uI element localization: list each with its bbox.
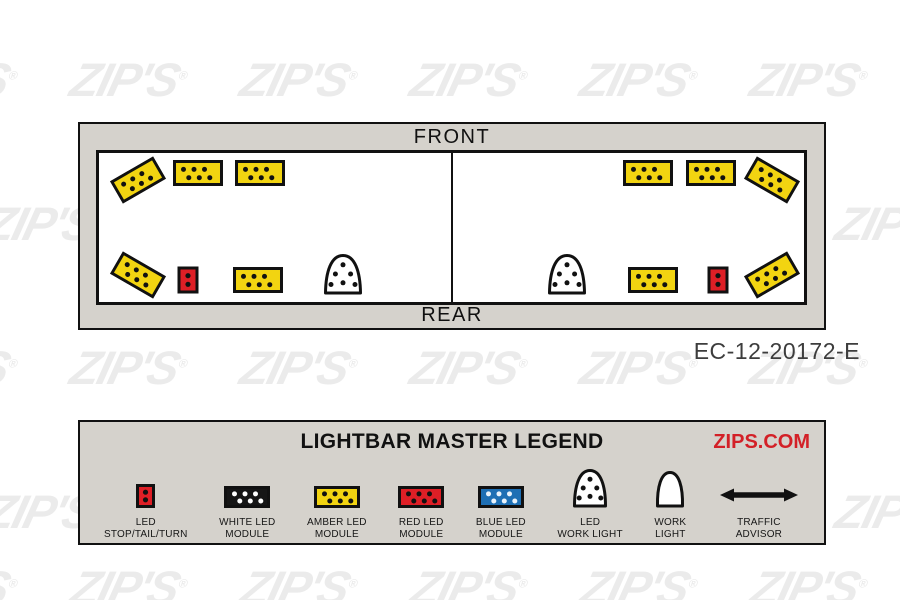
zips-watermark: ZIP'S® bbox=[235, 561, 360, 600]
amber-led-module-module bbox=[686, 160, 736, 186]
zips-watermark: ZIP'S® bbox=[405, 561, 530, 600]
led-work-light-icon bbox=[572, 466, 608, 508]
zips-watermark: ZIP'S® bbox=[0, 53, 20, 106]
center-divider bbox=[450, 153, 453, 302]
zips-watermark: ZIP'S® bbox=[830, 485, 900, 538]
part-number: EC-12-20172-E bbox=[693, 338, 860, 364]
zips-watermark: ZIP'S® bbox=[65, 561, 190, 600]
amber-led-module-module bbox=[743, 251, 801, 299]
brand-logo: ZIPS.COM bbox=[713, 431, 810, 453]
blue-led-module-icon bbox=[477, 466, 524, 508]
zips-watermark: ZIP'S® bbox=[575, 561, 700, 600]
amber-led-module-module bbox=[109, 156, 167, 204]
legend-title: LIGHTBAR MASTER LEGEND bbox=[300, 430, 604, 453]
work-light-icon bbox=[655, 466, 685, 508]
zips-watermark: ZIP'S® bbox=[745, 561, 870, 600]
zips-watermark: ZIP'S® bbox=[405, 341, 530, 394]
amber-led-module-icon bbox=[313, 466, 360, 508]
stop-tail-turn-icon bbox=[136, 466, 156, 508]
zips-watermark: ZIP'S® bbox=[65, 341, 190, 394]
amber-led-module-module bbox=[628, 267, 678, 293]
rear-label: REAR bbox=[421, 304, 483, 326]
white-led-module-icon bbox=[224, 466, 271, 508]
zips-watermark: ZIP'S® bbox=[575, 341, 700, 394]
zips-watermark: ZIP'S® bbox=[830, 197, 900, 250]
amber-led-module-module bbox=[109, 251, 167, 299]
led-work-light-module bbox=[547, 253, 587, 295]
amber-led-module-module bbox=[743, 156, 801, 204]
lightbar-diagram: FRONT REAR bbox=[78, 122, 826, 330]
traffic-advisor-arrow-icon bbox=[718, 466, 800, 508]
lightbar-top-view bbox=[96, 150, 807, 305]
front-label: FRONT bbox=[413, 126, 491, 148]
zips-watermark: ZIP'S® bbox=[0, 341, 20, 394]
stop-tail-turn-module bbox=[177, 266, 199, 294]
zips-watermark: ZIP'S® bbox=[0, 561, 20, 600]
zips-watermark: ZIP'S® bbox=[235, 341, 360, 394]
amber-led-module-module bbox=[233, 267, 283, 293]
zips-watermark: ZIP'S® bbox=[575, 53, 700, 106]
zips-watermark: ZIP'S® bbox=[235, 53, 360, 106]
stop-tail-turn-module bbox=[707, 266, 729, 294]
zips-watermark: ZIP'S® bbox=[65, 53, 190, 106]
zips-watermark: ZIP'S® bbox=[405, 53, 530, 106]
amber-led-module-module bbox=[235, 160, 285, 186]
amber-led-module-module bbox=[173, 160, 223, 186]
zips-watermark: ZIP'S® bbox=[745, 53, 870, 106]
led-work-light-module bbox=[323, 253, 363, 295]
red-led-module-icon bbox=[398, 466, 445, 508]
amber-led-module-module bbox=[623, 160, 673, 186]
